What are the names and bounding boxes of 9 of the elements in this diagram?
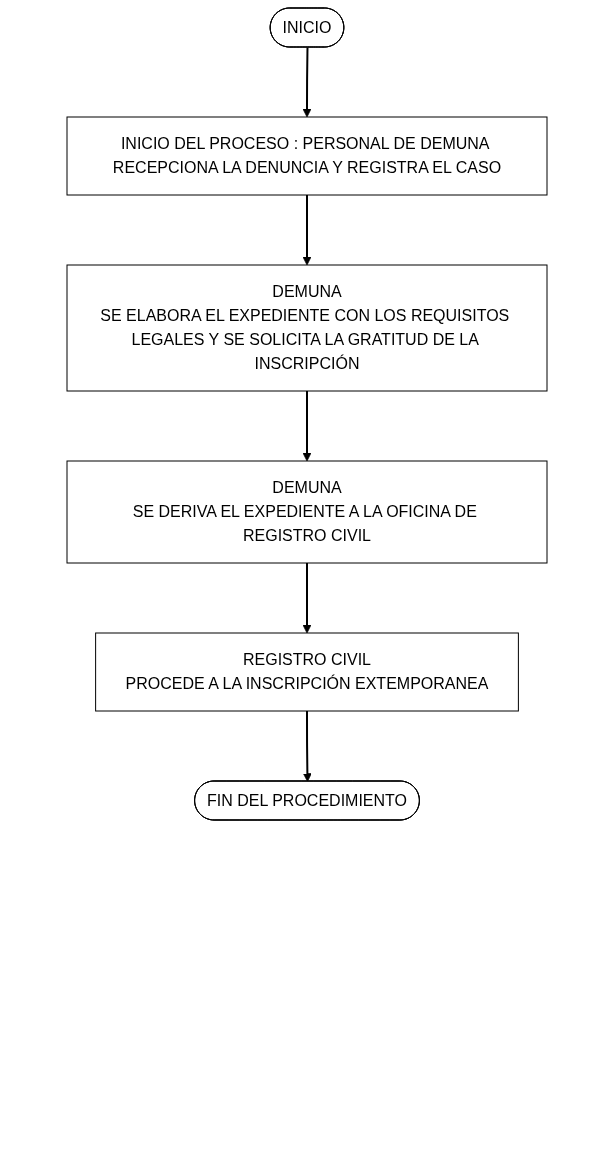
arrow <box>303 710 312 782</box>
arrow <box>302 390 312 462</box>
arrow <box>302 46 312 118</box>
node-box: INICIO DEL PROCESO : PERSONAL DE DEMUNA RECEPCIONA LA DENUNCIA Y REGISTRA EL CASO <box>66 116 548 196</box>
arrow <box>302 562 312 634</box>
node-box: DEMUNA SE DERIVA EL EXPEDIENTE A LA OFICINA DE REGISTRO CIVIL <box>66 460 548 564</box>
node-box: REGISTRO CIVIL PROCEDE A LA INSCRIPCIÓN EXTEMPORANEA <box>95 632 519 712</box>
node-box: DEMUNA SE ELABORA EL EXPEDIENTE CON LOS REQUISITOS LEGALES Y SE SOLICITA LA GRATITUD DE LA INSCRIPCIÓN <box>66 264 548 392</box>
arrow <box>302 194 312 266</box>
